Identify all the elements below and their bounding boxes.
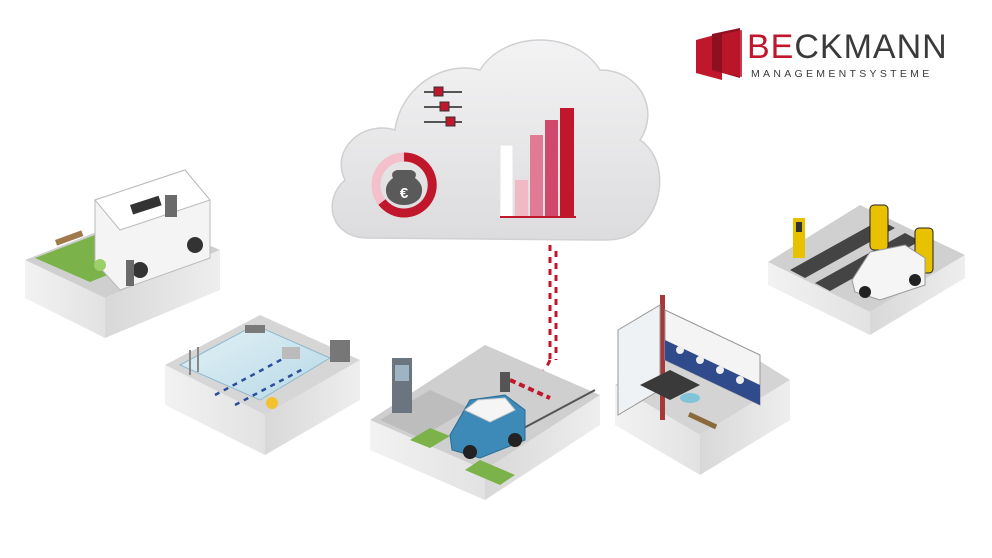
parking-platform	[370, 345, 600, 500]
car-wash-car-icon	[851, 244, 926, 301]
fuel-pump-icon	[793, 218, 805, 258]
svg-text:€: €	[400, 185, 409, 202]
brand-subtitle: MANAGEMENTSYSTEME	[751, 68, 933, 80]
washing-machines-icon	[664, 309, 761, 406]
parking-ticket-machine-icon	[392, 358, 412, 413]
bar-chart-icon	[499, 108, 576, 218]
carwash-platform	[768, 204, 965, 335]
brand-name-prefix: BE	[747, 28, 795, 66]
camper-station-platform	[25, 169, 220, 338]
cloud-icon	[331, 39, 661, 241]
car-icon	[449, 394, 526, 459]
camper-van-icon	[94, 169, 211, 291]
cloud-connection-line	[534, 245, 558, 380]
chart-bar-3	[530, 135, 543, 217]
brand-name-rest: CKMANN	[794, 28, 948, 66]
chart-bar-2	[515, 180, 528, 217]
sliders-icon	[424, 86, 462, 127]
money-bag-euro-icon: €	[371, 152, 437, 218]
laundry-platform	[615, 295, 790, 475]
chart-bar-4	[545, 120, 558, 217]
brand-name: BECKMANN	[747, 30, 948, 64]
chart-bar-5	[560, 108, 574, 217]
pool-platform	[165, 315, 360, 455]
chart-bar-1	[499, 144, 514, 218]
beckmann-logo-mark	[696, 28, 742, 80]
brand-logo: BECKMANN MANAGEMENTSYSTEME	[695, 26, 985, 86]
